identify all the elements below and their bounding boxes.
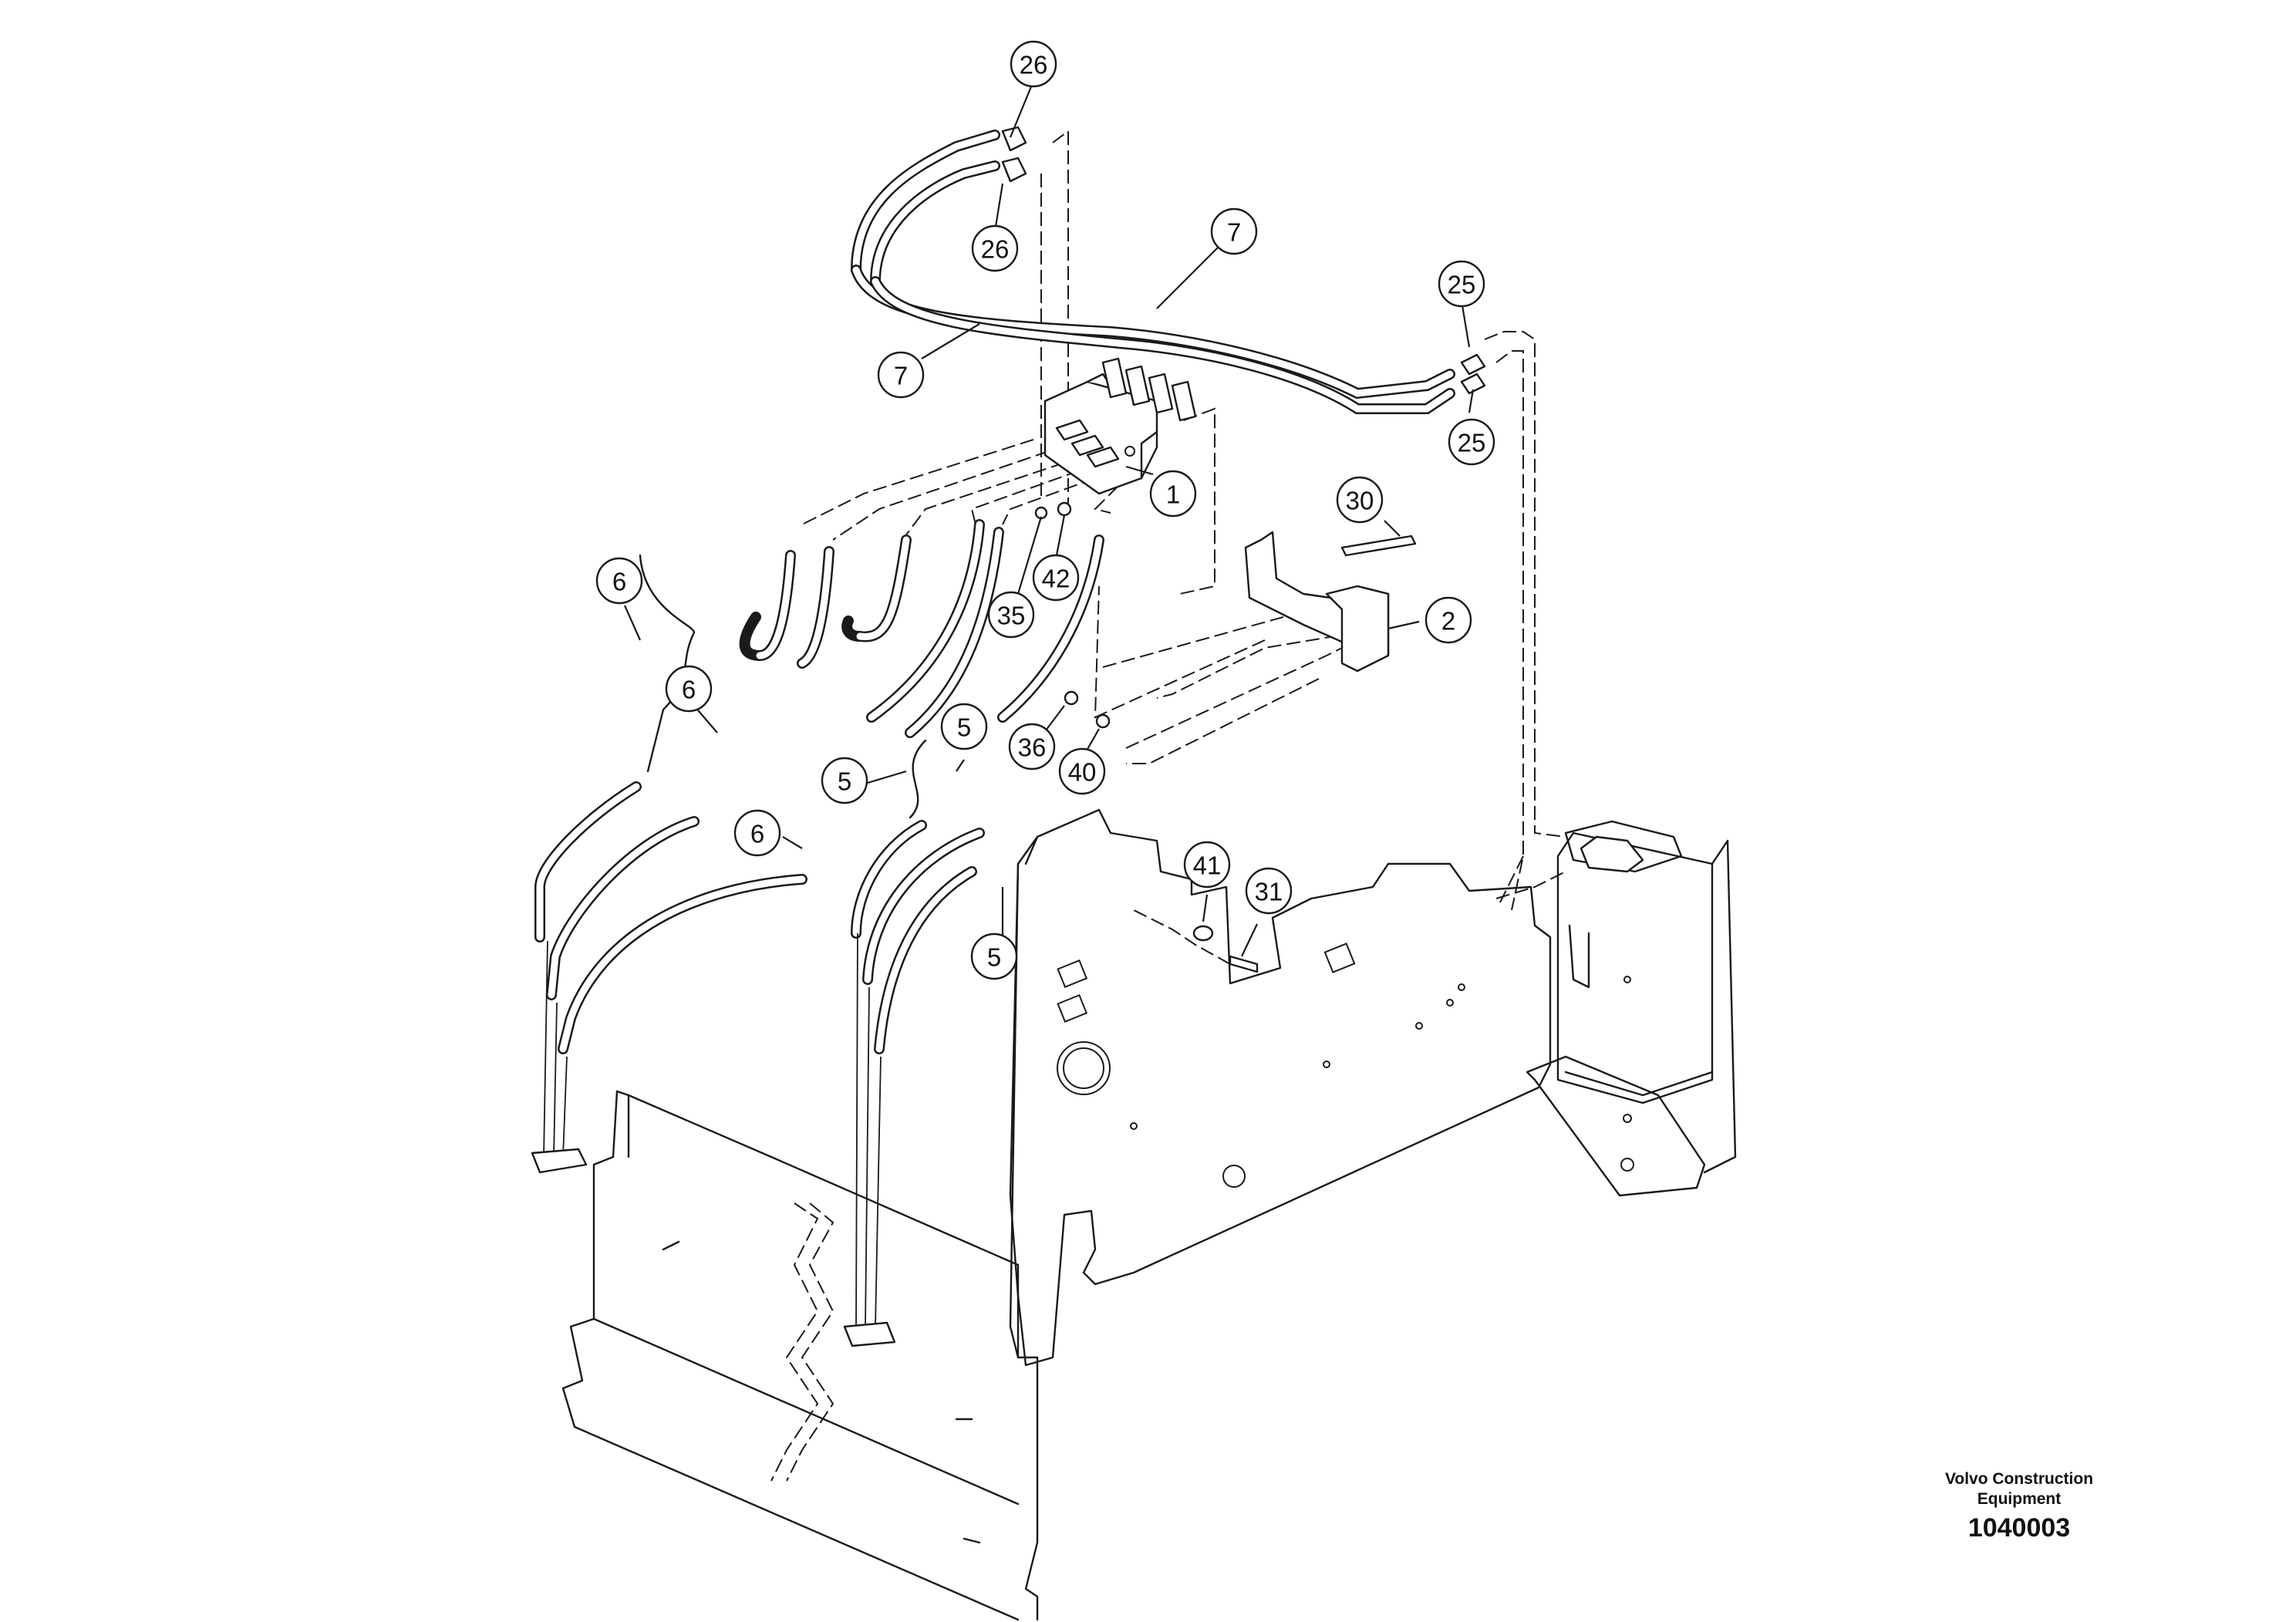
svg-text:42: 42: [1042, 565, 1070, 593]
callout-6-top: 6: [595, 557, 643, 605]
svg-text:26: 26: [1020, 51, 1048, 79]
callout-35: 35: [987, 591, 1035, 639]
svg-text:41: 41: [1193, 851, 1222, 880]
svg-text:6: 6: [750, 820, 764, 848]
svg-text:5: 5: [838, 767, 851, 796]
valve-right-assembly: [1526, 820, 1737, 1197]
callout-30: 30: [1336, 476, 1384, 524]
hose-7-pair: [851, 126, 1486, 414]
callout-6-bottom: 6: [733, 809, 781, 857]
svg-text:7: 7: [894, 362, 908, 390]
svg-text:35: 35: [997, 602, 1026, 630]
bracket-2: [1244, 531, 1390, 673]
svg-text:5: 5: [987, 943, 1001, 972]
callouts: 26 26 7 7 25 25 1 30: [595, 40, 1495, 980]
svg-text:7: 7: [1227, 218, 1241, 247]
callout-5-top: 5: [940, 703, 988, 750]
callout-26-lower: 26: [971, 224, 1019, 272]
callout-40: 40: [1058, 747, 1106, 795]
svg-text:25: 25: [1448, 271, 1476, 299]
dashed-guide-lines: [801, 130, 1566, 965]
brand-line-2: Equipment: [1977, 1490, 2062, 1508]
drawing-number: 1040003: [1967, 1513, 2071, 1543]
callout-7-right: 7: [1210, 207, 1258, 255]
svg-text:25: 25: [1458, 429, 1486, 457]
frame-plate-main: [1009, 808, 1552, 1367]
hoses-5: [843, 519, 1104, 1347]
callout-25-lower: 25: [1448, 418, 1495, 466]
callout-5-bottom: 5: [970, 932, 1018, 980]
callout-1: 1: [1149, 470, 1197, 518]
brand-line-1: Volvo Construction: [1944, 1470, 2094, 1488]
lower-panel: [561, 1090, 1039, 1621]
svg-text:2: 2: [1441, 607, 1455, 636]
callout-36: 36: [1008, 723, 1056, 771]
callout-6-middle: 6: [665, 665, 713, 713]
svg-text:6: 6: [682, 676, 696, 704]
svg-text:1: 1: [1166, 481, 1180, 509]
callout-2: 2: [1424, 596, 1472, 644]
svg-text:30: 30: [1346, 487, 1374, 515]
svg-text:36: 36: [1018, 733, 1047, 762]
callout-41: 41: [1183, 841, 1231, 889]
svg-text:5: 5: [957, 713, 971, 742]
svg-text:31: 31: [1255, 878, 1283, 906]
callout-26-top: 26: [1010, 40, 1057, 88]
callout-42: 42: [1032, 554, 1080, 602]
svg-text:6: 6: [612, 568, 626, 596]
valve-block-1: [1043, 357, 1197, 495]
hoses-6: [531, 534, 912, 1174]
svg-text:26: 26: [981, 235, 1010, 264]
callout-31: 31: [1245, 867, 1293, 915]
callout-5-left: 5: [821, 757, 868, 804]
brand-text: Volvo Construction Equipment: [1911, 1469, 2127, 1509]
callout-7-left: 7: [877, 351, 925, 399]
svg-text:40: 40: [1068, 758, 1097, 787]
callout-25-top: 25: [1438, 260, 1485, 308]
fasteners: [1034, 501, 1417, 973]
